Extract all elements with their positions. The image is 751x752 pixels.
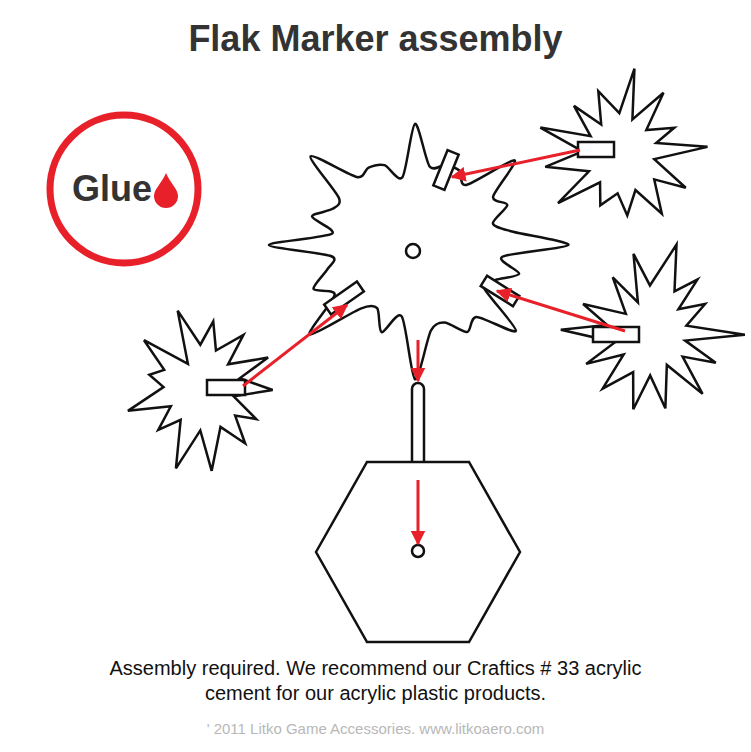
flak-burst: [128, 311, 273, 471]
slot: [324, 282, 364, 315]
assembly-arrow: [243, 305, 347, 386]
slot: [433, 150, 458, 190]
glue-drop: [154, 173, 178, 208]
assembly-arrow: [417, 480, 420, 544]
glue-badge: Glue: [45, 110, 203, 268]
caption: Assembly required. We recommend our Craf…: [105, 656, 646, 706]
assembly-arrow: [497, 291, 625, 331]
assembly-arrow: [452, 150, 580, 177]
hex-base: [316, 462, 520, 642]
flak-burst: [561, 245, 745, 410]
title: Flak Marker assembly: [0, 18, 751, 60]
slot: [578, 142, 614, 157]
copyright-note: ' 2011 Litko Game Accessories. www.litko…: [0, 720, 751, 737]
center-hole: [406, 244, 420, 258]
base-hole: [412, 545, 424, 557]
slot: [207, 380, 245, 395]
glue-label: Glue: [72, 168, 152, 210]
assembly-arrow: [417, 340, 420, 381]
flak-burst: [540, 69, 707, 216]
